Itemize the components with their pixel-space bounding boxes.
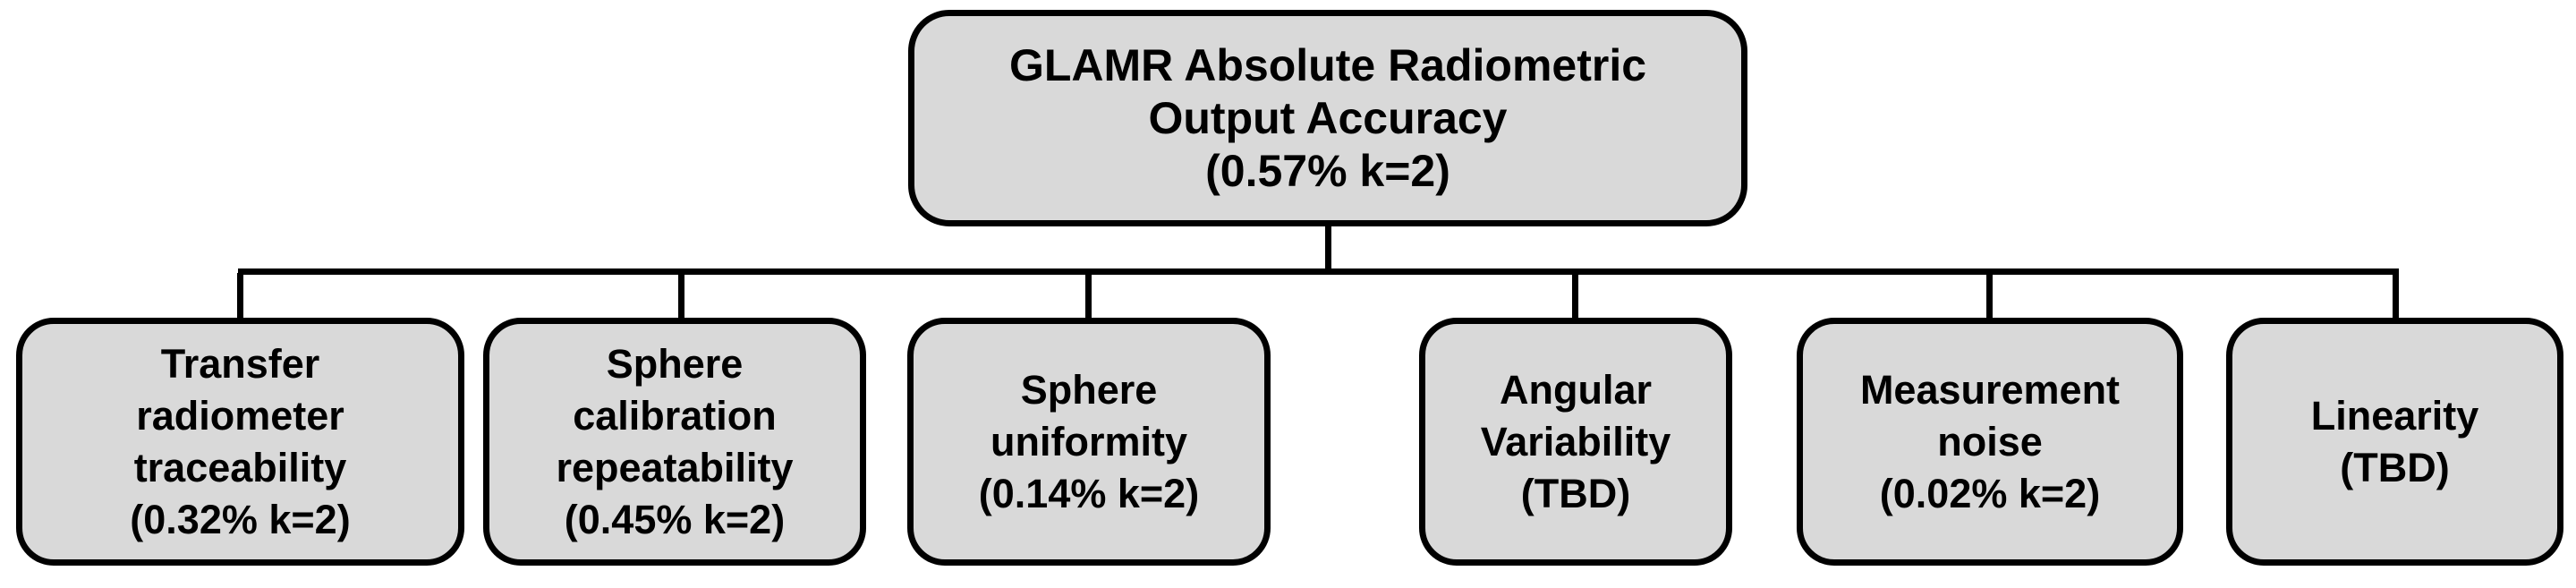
node-measurement-noise: Measurement noise (0.02% k=2) (1797, 318, 2183, 566)
connector-drop-transfer-radiometer (237, 273, 243, 320)
node-sphere-calibration-repeatability-label: Sphere calibration repeatability (0.45% … (556, 340, 794, 542)
node-angular-variability-label: Angular Variability (TBD) (1480, 366, 1671, 516)
connector-root-stub (1325, 225, 1331, 271)
node-linearity: Linearity (TBD) (2226, 318, 2563, 566)
node-sphere-calibration-repeatability: Sphere calibration repeatability (0.45% … (483, 318, 866, 566)
node-transfer-radiometer-traceability: Transfer radiometer traceability (0.32% … (16, 318, 464, 566)
connector-drop-measurement-noise (1986, 273, 1993, 320)
node-angular-variability: Angular Variability (TBD) (1419, 318, 1732, 566)
node-measurement-noise-label: Measurement noise (0.02% k=2) (1859, 366, 2121, 516)
connector-drop-linearity (2393, 273, 2399, 320)
node-glamr-output-accuracy-label: GLAMR Absolute Radiometric Output Accura… (1008, 39, 1647, 196)
node-glamr-output-accuracy: GLAMR Absolute Radiometric Output Accura… (908, 10, 1747, 226)
node-transfer-radiometer-traceability-label: Transfer radiometer traceability (0.32% … (130, 340, 351, 542)
connector-drop-sphere-calibration (678, 273, 684, 320)
node-linearity-label: Linearity (TBD) (2310, 392, 2479, 490)
node-sphere-uniformity-label: Sphere uniformity (0.14% k=2) (978, 366, 1200, 516)
connector-drop-sphere-uniformity (1085, 273, 1092, 320)
connector-drop-angular-variability (1572, 273, 1578, 320)
node-sphere-uniformity: Sphere uniformity (0.14% k=2) (907, 318, 1271, 566)
connector-horizontal-rail (238, 268, 2399, 275)
